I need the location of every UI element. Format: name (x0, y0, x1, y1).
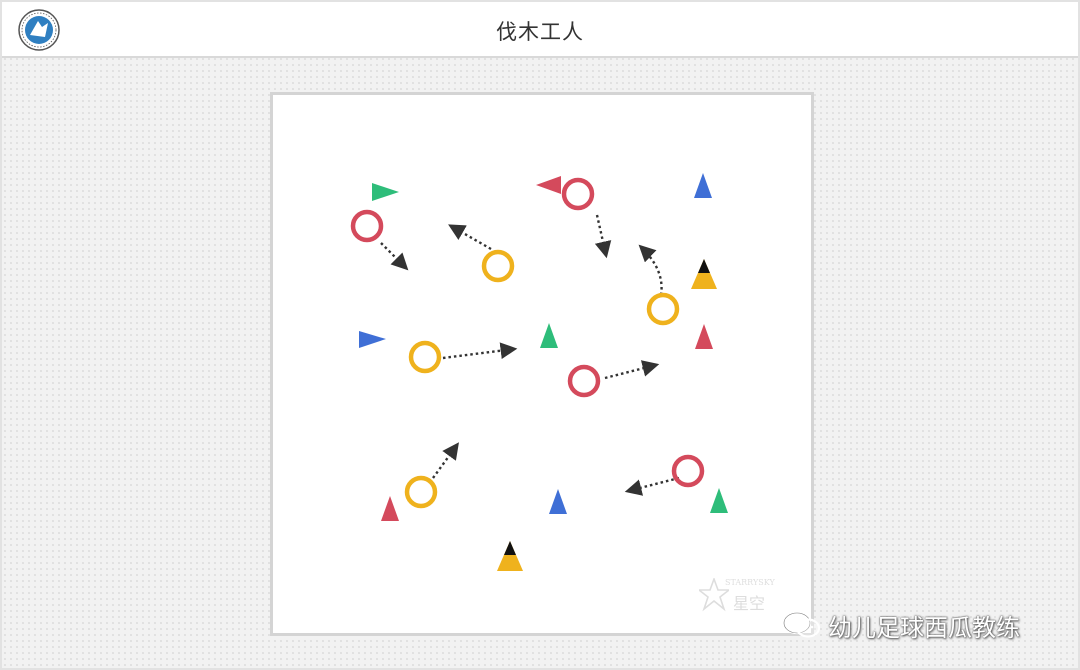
drill-diagram (350, 173, 728, 571)
green-flag-cone (372, 183, 399, 201)
club-logo-icon (18, 9, 60, 51)
run-arrow (638, 244, 663, 296)
run-arrow (604, 360, 660, 380)
red-cone (695, 324, 713, 349)
run-arrow (432, 442, 459, 479)
run-arrow (448, 224, 492, 251)
watermark-en: STARRYSKY (725, 578, 775, 587)
run-arrow (594, 214, 612, 259)
red-player (671, 454, 705, 488)
wechat-icon (782, 611, 821, 638)
run-arrow (380, 242, 409, 271)
yellow-black-cone (497, 541, 523, 571)
yellow-black-cone (691, 259, 717, 289)
green-cone (710, 488, 728, 513)
yellow-player (404, 475, 438, 509)
page-title: 伐木工人 (496, 20, 584, 44)
red-flag-cone (536, 176, 561, 194)
yellow-player (408, 340, 442, 374)
red-player (567, 364, 601, 398)
yellow-player (646, 292, 680, 326)
run-arrow (442, 342, 518, 360)
header-bar: 伐木工人 (2, 2, 1078, 58)
blue-cone (549, 489, 567, 514)
yellow-player (481, 249, 515, 283)
pitch-area (270, 92, 814, 636)
red-cone (381, 496, 399, 521)
blue-flag-cone (359, 331, 386, 348)
blue-cone (694, 173, 712, 198)
watermark: STARRYSKY 星空 (699, 576, 794, 616)
green-cone (540, 323, 558, 348)
red-player (561, 177, 595, 211)
star-icon (699, 578, 729, 612)
credit-text: 幼儿足球西瓜教练 (828, 613, 1020, 642)
watermark-cn: 星空 (733, 594, 766, 613)
credit-badge: 幼儿足球西瓜教练 (782, 608, 1020, 642)
run-arrow (624, 476, 680, 496)
red-player (350, 209, 384, 243)
